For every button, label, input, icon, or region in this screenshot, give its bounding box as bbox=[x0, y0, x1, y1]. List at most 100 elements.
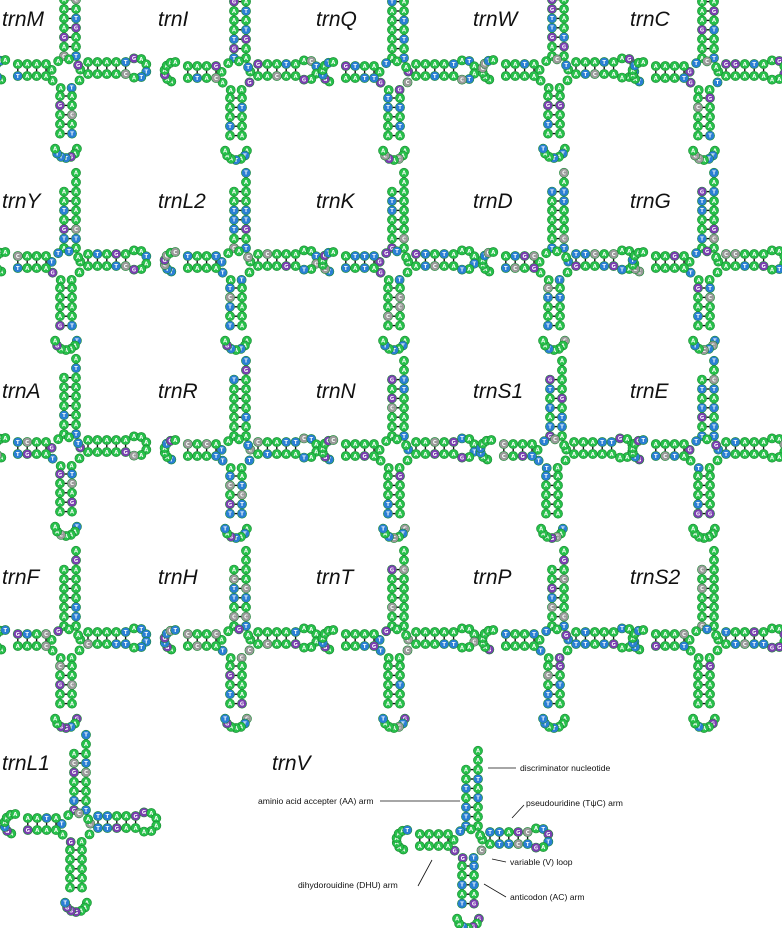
nucleotide-letter: T bbox=[700, 406, 704, 412]
nucleotide-letter: C bbox=[186, 632, 190, 638]
nucleotide-letter: A bbox=[414, 74, 418, 80]
nucleotide-letter: A bbox=[228, 493, 232, 499]
nucleotide-letter: T bbox=[84, 761, 88, 767]
nucleotide-letter: A bbox=[562, 7, 566, 13]
nucleotide-letter: A bbox=[405, 270, 409, 276]
nucleotide-letter: C bbox=[712, 236, 716, 242]
trna-trnY: trnYAATTGCAATAAAAAAAAAAAGTTTAAAAAAACTAAC… bbox=[0, 167, 152, 355]
nucleotide-letter: A bbox=[395, 59, 399, 65]
nucleotide-letter: A bbox=[708, 105, 712, 111]
nucleotide-letter: G bbox=[522, 254, 526, 260]
nucleotide-letter: T bbox=[620, 626, 624, 632]
nucleotide-letter: A bbox=[452, 452, 456, 458]
nucleotide-letter: T bbox=[712, 171, 716, 177]
nucleotide-letter: A bbox=[581, 440, 585, 446]
trna-label: trnC bbox=[630, 8, 671, 31]
nucleotide-letter: A bbox=[460, 626, 464, 632]
nucleotide-letter: A bbox=[35, 452, 39, 458]
nucleotide-letter: A bbox=[700, 596, 704, 602]
nucleotide-letter: T bbox=[526, 842, 530, 848]
nucleotide-letter: A bbox=[86, 630, 90, 636]
nucleotide-letter: A bbox=[240, 295, 244, 301]
nucleotide-letter: C bbox=[550, 605, 554, 611]
nucleotide-letter: A bbox=[712, 18, 716, 24]
nucleotide-letter: A bbox=[265, 630, 269, 636]
nucleotide-letter: A bbox=[556, 493, 560, 499]
nucleotide-letter: A bbox=[87, 832, 91, 838]
nucleotide-letter: T bbox=[106, 814, 110, 820]
nucleotide-letter: A bbox=[275, 264, 279, 270]
trna-label: trnT bbox=[316, 566, 356, 589]
nucleotide-letter: A bbox=[689, 459, 693, 465]
nucleotide-letter: A bbox=[381, 339, 385, 345]
nucleotide-letter: A bbox=[240, 305, 244, 311]
nucleotide-letter: A bbox=[115, 814, 119, 820]
nucleotide-letter: A bbox=[663, 442, 667, 448]
nucleotide-letter: T bbox=[378, 638, 382, 644]
nucleotide-letter: A bbox=[132, 75, 136, 81]
nucleotide-letter: C bbox=[663, 454, 667, 460]
nucleotide-letter: T bbox=[398, 278, 402, 284]
nucleotide-letter: A bbox=[62, 218, 66, 224]
nucleotide-letter: A bbox=[550, 199, 554, 205]
nucleotide-letter: A bbox=[214, 644, 218, 650]
nucleotide-letter: A bbox=[244, 577, 248, 583]
nucleotide-letter: T bbox=[504, 266, 508, 272]
nucleotide-letter: G bbox=[452, 849, 456, 855]
nucleotide-letter: T bbox=[244, 218, 248, 224]
nucleotide-A bbox=[55, 128, 65, 139]
nucleotide-letter: A bbox=[504, 644, 508, 650]
nucleotide-letter: A bbox=[134, 826, 138, 832]
nucleotide-letter: C bbox=[228, 295, 232, 301]
trna-label: trnN bbox=[316, 380, 357, 403]
nucleotide-letter: A bbox=[523, 74, 527, 80]
nucleotide-letter: A bbox=[74, 208, 78, 214]
nucleotide-letter: A bbox=[555, 249, 559, 255]
nucleotide-letter: A bbox=[58, 122, 62, 128]
nucleotide-letter: T bbox=[682, 644, 686, 650]
nucleotide-letter: A bbox=[386, 483, 390, 489]
nucleotide-letter: A bbox=[536, 448, 540, 454]
nucleotide-letter: A bbox=[550, 208, 554, 214]
nucleotide-letter: A bbox=[228, 96, 232, 102]
nucleotide-letter: A bbox=[476, 814, 480, 820]
nucleotide-letter: C bbox=[562, 577, 566, 583]
nucleotide-letter: T bbox=[762, 642, 766, 648]
nucleotide-letter: A bbox=[237, 249, 241, 255]
nucleotide-letter: G bbox=[58, 103, 62, 109]
nucleotide-letter: A bbox=[226, 439, 230, 445]
nucleotide-letter: T bbox=[424, 264, 428, 270]
nucleotide-letter: A bbox=[302, 645, 306, 651]
nucleotide-letter: C bbox=[195, 644, 199, 650]
nucleotide-letter: A bbox=[654, 76, 658, 82]
nucleotide-letter: T bbox=[560, 424, 564, 430]
nucleotide-letter: A bbox=[691, 149, 695, 155]
nucleotide-letter: C bbox=[526, 830, 530, 836]
nucleotide-letter: T bbox=[321, 73, 325, 79]
nucleotide-letter: T bbox=[752, 642, 756, 648]
nucleotide-letter: T bbox=[16, 74, 20, 80]
nucleotide-letter: A bbox=[539, 527, 543, 533]
nucleotide-A bbox=[12, 59, 23, 69]
nucleotide-letter: A bbox=[392, 158, 396, 164]
nucleotide-letter: C bbox=[516, 842, 520, 848]
nucleotide-letter: A bbox=[372, 632, 376, 638]
nucleotide-letter: A bbox=[452, 264, 456, 270]
nucleotide-letter: A bbox=[232, 567, 236, 573]
nucleotide-A bbox=[217, 77, 228, 88]
nucleotide-letter: G bbox=[74, 558, 78, 564]
nucleotide-letter: A bbox=[398, 286, 402, 292]
nucleotide-letter: T bbox=[694, 251, 698, 257]
nucleotide-letter: G bbox=[378, 81, 382, 87]
nucleotide-letter: A bbox=[105, 630, 109, 636]
nucleotide-letter: A bbox=[56, 59, 60, 65]
nucleotide-letter: A bbox=[418, 832, 422, 838]
nucleotide-letter: A bbox=[223, 149, 227, 155]
nucleotide-letter: A bbox=[507, 830, 511, 836]
nucleotide-letter: C bbox=[502, 442, 506, 448]
nucleotide-letter: A bbox=[697, 278, 701, 284]
nucleotide-letter: T bbox=[390, 208, 394, 214]
nucleotide-letter: G bbox=[387, 157, 391, 163]
nucleotide-letter: G bbox=[378, 271, 382, 277]
